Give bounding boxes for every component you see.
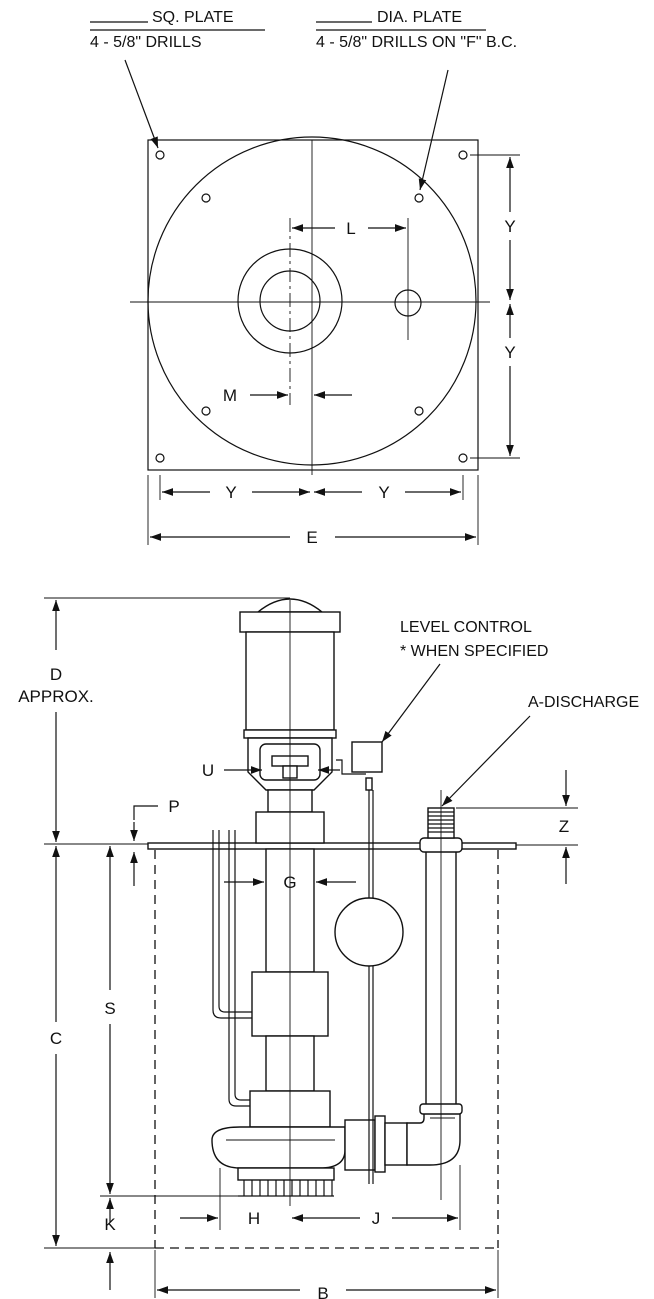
side-view: D APPROX. LEVEL CONTROL * WHEN SPECIFIED… bbox=[18, 597, 639, 1299]
dim-D-label: D bbox=[50, 665, 62, 684]
bc-bolt-hole bbox=[414, 193, 424, 203]
dim-U-label: U bbox=[202, 761, 214, 780]
float-rod-cap bbox=[365, 777, 373, 791]
dim-H-label: H bbox=[248, 1209, 260, 1228]
conduit-2 bbox=[228, 830, 250, 1107]
level-control-note: * WHEN SPECIFIED bbox=[400, 643, 548, 660]
discharge-flange-2 bbox=[384, 1122, 408, 1166]
dim-Y-right-upper-label: Y bbox=[504, 217, 515, 236]
discharge-nozzle bbox=[344, 1119, 376, 1171]
sq-bolt-hole bbox=[155, 453, 165, 463]
dim-G-label: G bbox=[283, 873, 296, 892]
discharge-flange-1 bbox=[374, 1115, 386, 1173]
level-control-box bbox=[351, 741, 383, 773]
sq-bolt-hole bbox=[155, 150, 165, 160]
cover-plate bbox=[147, 842, 517, 850]
dim-Y-bottom-right-label: Y bbox=[378, 483, 389, 502]
conduit-1 bbox=[212, 830, 252, 1019]
dim-C-label: C bbox=[50, 1029, 62, 1048]
a-discharge-label: A-DISCHARGE bbox=[528, 694, 639, 711]
dim-Y-bottom-left-label: Y bbox=[225, 483, 236, 502]
dim-K-label: K bbox=[104, 1215, 116, 1234]
conduit-1b bbox=[218, 830, 252, 1013]
dim-D-approx-label: APPROX. bbox=[18, 687, 94, 706]
dim-E-label: E bbox=[306, 528, 317, 547]
sq-plate-drills-label: 4 - 5/8" DRILLS bbox=[90, 34, 202, 51]
a-discharge-leader bbox=[441, 715, 531, 807]
sq-plate-label: SQ. PLATE bbox=[152, 9, 234, 26]
float-ball bbox=[334, 897, 404, 967]
volute-casing bbox=[211, 1126, 346, 1169]
level-control-label: LEVEL CONTROL bbox=[400, 619, 532, 636]
conduit-2b bbox=[234, 830, 250, 1101]
dia-plate-drills-label: 4 - 5/8" DRILLS ON "F" B.C. bbox=[316, 34, 517, 51]
dim-M-label: M bbox=[223, 386, 237, 405]
dia-plate-label: DIA. PLATE bbox=[377, 9, 462, 26]
dim-P-leader bbox=[133, 805, 158, 820]
bc-bolt-hole bbox=[201, 193, 211, 203]
dim-S-label: S bbox=[104, 999, 115, 1018]
dim-Y-right-lower-label: Y bbox=[504, 343, 515, 362]
square-plate bbox=[147, 139, 479, 471]
bc-bolt-hole bbox=[414, 406, 424, 416]
strainer-fins bbox=[238, 1180, 334, 1197]
dim-Z-label: Z bbox=[559, 817, 569, 836]
sq-bolt-hole bbox=[458, 150, 468, 160]
top-view: SQ. PLATE 4 - 5/8" DRILLS DIA. PLATE 4 -… bbox=[90, 9, 520, 547]
level-control-bracket bbox=[336, 759, 366, 775]
strainer-body bbox=[237, 1167, 335, 1181]
sq-plate-leader bbox=[124, 59, 159, 149]
dim-J-label: J bbox=[372, 1209, 381, 1228]
dim-P-label: P bbox=[168, 797, 179, 816]
level-control-leader bbox=[381, 663, 441, 743]
dia-plate-leader bbox=[418, 69, 449, 191]
bc-bolt-hole bbox=[201, 406, 211, 416]
sq-bolt-hole bbox=[458, 453, 468, 463]
dim-L-label: L bbox=[346, 219, 355, 238]
dim-B-label: B bbox=[317, 1284, 328, 1299]
